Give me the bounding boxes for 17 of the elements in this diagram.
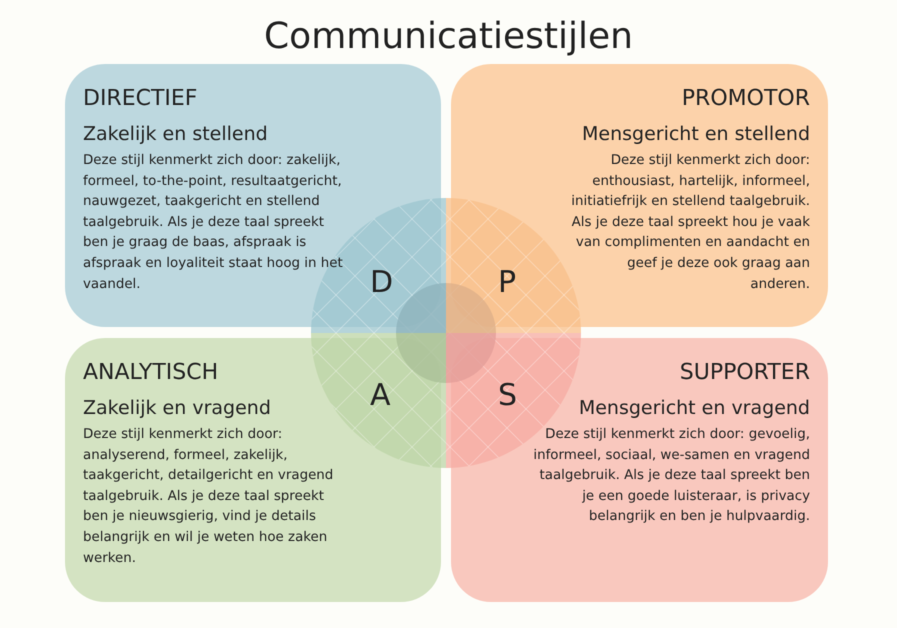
quadrant-letter: P: [498, 266, 516, 300]
style-description: Deze stijl kenmerkt zich door: analyserend, formeel, zakelijk, taakgericht, detailgericht en vragend taalgebruik. Als je deze taal spreekt ben je nieuwsgierig, vind je details belangrijk en wil je weten hoe zaken werken.: [83, 426, 334, 568]
style-subheading: Mensgericht en stellend: [582, 123, 810, 145]
style-heading: SUPPORTER: [680, 360, 810, 385]
style-subheading: Zakelijk en vragend: [83, 397, 271, 419]
quadrant-letter: D: [370, 266, 394, 300]
style-heading: ANALYTISCH: [83, 360, 218, 385]
diagram-title: Communicatiestijlen: [263, 16, 634, 57]
quadrant-letter: A: [370, 379, 391, 413]
style-subheading: Mensgericht en vragend: [578, 397, 810, 419]
quadrant-letter: S: [498, 379, 518, 413]
style-subheading: Zakelijk en stellend: [83, 123, 268, 145]
style-description: Deze stijl kenmerkt zich door: gevoelig, informeel, sociaal, we-samen en vragend taalgebruik. Als je deze taal spreekt ben je een goede luisteraar, is privacy belangrijk en ben je hulpvaardig.: [532, 426, 810, 526]
style-description: Deze stijl kenmerkt zich door: enthousiast, hartelijk, informeel, initiatiefrijk en stellend taalgebruik. Als je deze taal spreekt hou je vaak van complimenten en aandacht en geef je deze ook graag aan anderen.: [570, 152, 810, 294]
style-heading: DIRECTIEF: [83, 86, 198, 111]
style-description: Deze stijl kenmerkt zich door: zakelijk, formeel, to-the-point, resultaatgericht, nauwgezet, taakgericht en stellend taalgebruik. Als je deze taal spreekt ben je graag de baas, afspraak is afspraak en loyaliteit staat hoog in het vaandel.: [83, 152, 344, 294]
style-heading: PROMOTOR: [682, 86, 810, 111]
